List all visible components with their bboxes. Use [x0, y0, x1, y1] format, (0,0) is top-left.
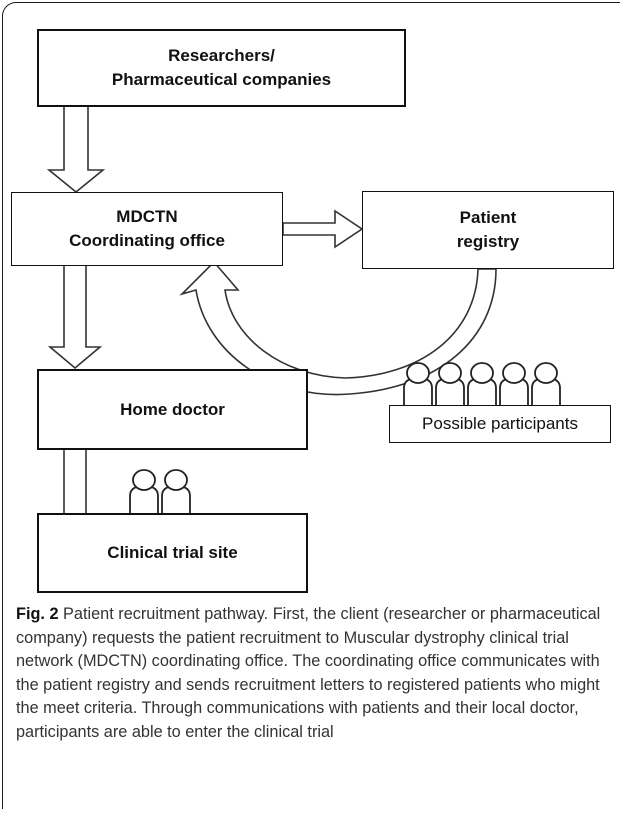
clinical-trial-site-box: Clinical trial site	[37, 513, 308, 593]
person-icon	[435, 362, 465, 406]
figure-label: Fig. 2	[16, 605, 59, 623]
person-icon	[531, 362, 561, 406]
researchers-label: Researchers/ Pharmaceutical companies	[111, 46, 332, 89]
mdctn-label: MDCTN Coordinating office	[69, 207, 225, 250]
person-icon	[467, 362, 497, 406]
flow-diagram	[46, 105, 561, 539]
registry-box: Patient registry	[362, 191, 614, 269]
clinical-trial-site-label: Clinical trial site	[107, 543, 238, 562]
arrow-down-icon	[46, 105, 106, 194]
possible-participants-box: Possible participants	[389, 405, 611, 443]
researchers-box: Researchers/ Pharmaceutical companies	[37, 29, 406, 107]
participant-people-group	[403, 362, 561, 406]
person-icon	[499, 362, 529, 406]
arrow-right-icon	[282, 209, 364, 249]
home-doctor-label: Home doctor	[120, 399, 225, 419]
curved-arrow-icon	[179, 260, 497, 396]
registry-label: Patient registry	[456, 208, 520, 251]
arrow-down-icon	[47, 264, 103, 370]
figure-caption: Fig. 2 Patient recruitment pathway. Firs…	[16, 603, 612, 744]
mdctn-box: MDCTN Coordinating office	[11, 192, 283, 266]
person-icon	[129, 469, 159, 514]
trial-people-group	[129, 469, 191, 514]
person-icon	[403, 362, 433, 406]
person-icon	[161, 469, 191, 514]
possible-participants-label: Possible participants	[422, 414, 578, 433]
figure-caption-text: Patient recruitment pathway. First, the …	[16, 605, 601, 741]
home-doctor-box: Home doctor	[37, 369, 308, 450]
